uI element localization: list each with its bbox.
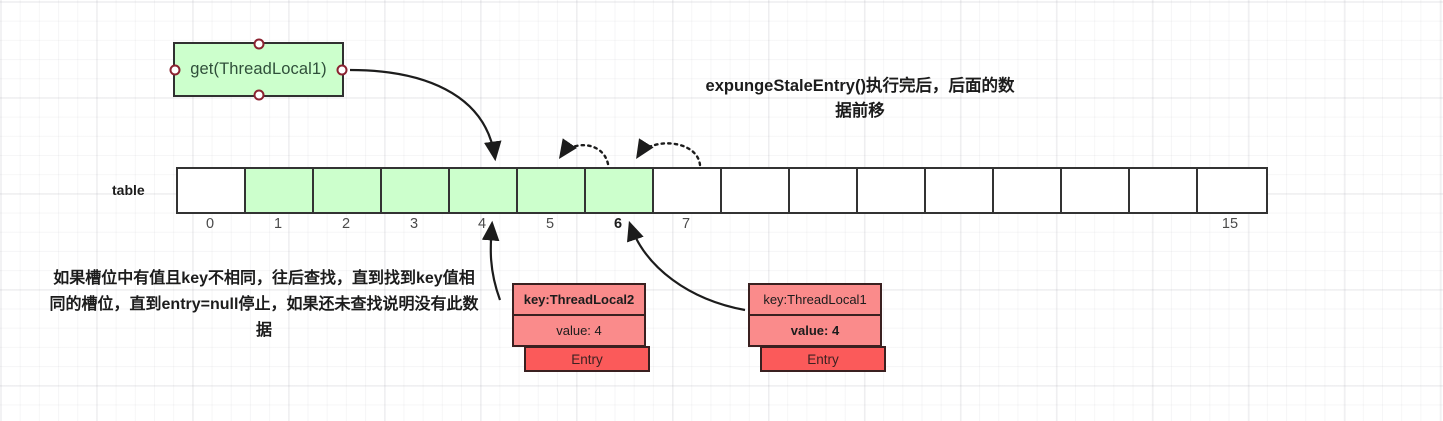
table-index-15: 15 [1221, 216, 1239, 232]
table-slot-3[interactable] [382, 169, 450, 212]
entry-footer-label: Entry [760, 346, 886, 372]
table-slot-11[interactable] [926, 169, 994, 212]
table-slot-12[interactable] [994, 169, 1062, 212]
table-index-5: 5 [545, 216, 555, 232]
arrow-shift-slot6-to-slot5 [558, 138, 610, 166]
entry-key-field: key:ThreadLocal2 [512, 283, 646, 316]
lookup-note-text: 如果槽位中有值且key不相同，往后查找，直到找到key值相同的槽位，直到entr… [49, 270, 479, 339]
connector-dot-bottom-icon[interactable] [253, 89, 264, 101]
table-index-3: 3 [409, 216, 419, 232]
entry-key-field: key:ThreadLocal1 [748, 283, 882, 316]
table-index-13 [1060, 216, 1128, 238]
table-index-2: 2 [341, 216, 351, 232]
table-index-4: 4 [477, 216, 487, 232]
entry-value-field: value: 4 [748, 314, 882, 347]
table-slot-9[interactable] [790, 169, 858, 212]
table-slot-14[interactable] [1130, 169, 1198, 212]
arrow-get-to-slot4 [349, 68, 502, 162]
table-slot-7[interactable] [654, 169, 722, 212]
table-slot-8[interactable] [722, 169, 790, 212]
entry-box-threadlocal2: key:ThreadLocal2 value: 4 Entry [512, 283, 650, 372]
entry-box-threadlocal1: key:ThreadLocal1 value: 4 Entry [748, 283, 886, 372]
entry-footer-label: Entry [524, 346, 650, 372]
table-slot-2[interactable] [314, 169, 382, 212]
table-slot-10[interactable] [858, 169, 926, 212]
table-index-14 [1128, 216, 1196, 238]
connector-dot-right-icon[interactable] [336, 64, 348, 75]
table-slot-15[interactable] [1198, 169, 1266, 212]
table-slots [176, 167, 1268, 214]
table-index-1: 1 [273, 216, 283, 232]
table-index-row: 0 1 2 3 4 5 6 7 15 [176, 216, 1264, 238]
table-slot-0[interactable] [178, 169, 246, 212]
table-label: table [112, 182, 145, 198]
get-threadlocal-node[interactable]: get(ThreadLocal1) [169, 38, 348, 101]
table-slot-1[interactable] [246, 169, 314, 212]
table-slot-5[interactable] [518, 169, 586, 212]
entry-value-field: value: 4 [512, 314, 646, 347]
table-index-8 [720, 216, 788, 238]
table-index-12 [992, 216, 1060, 238]
table-index-6: 6 [613, 216, 623, 232]
diagram-heading: expungeStaleEntry()执行完后，后面的数据前移 [705, 77, 1015, 120]
table-index-11 [924, 216, 992, 238]
table-index-10 [856, 216, 924, 238]
get-node-label: get(ThreadLocal1) [190, 60, 327, 78]
table-slot-4[interactable] [450, 169, 518, 212]
connector-dot-left-icon[interactable] [169, 64, 181, 75]
table-slot-6[interactable] [586, 169, 654, 212]
table-index-0: 0 [205, 216, 215, 232]
connector-dot-top-icon[interactable] [253, 38, 264, 50]
arrow-shift-slot7-to-slot6 [636, 138, 702, 167]
table-index-9 [788, 216, 856, 238]
table-slot-13[interactable] [1062, 169, 1130, 212]
table-index-7: 7 [681, 216, 691, 232]
